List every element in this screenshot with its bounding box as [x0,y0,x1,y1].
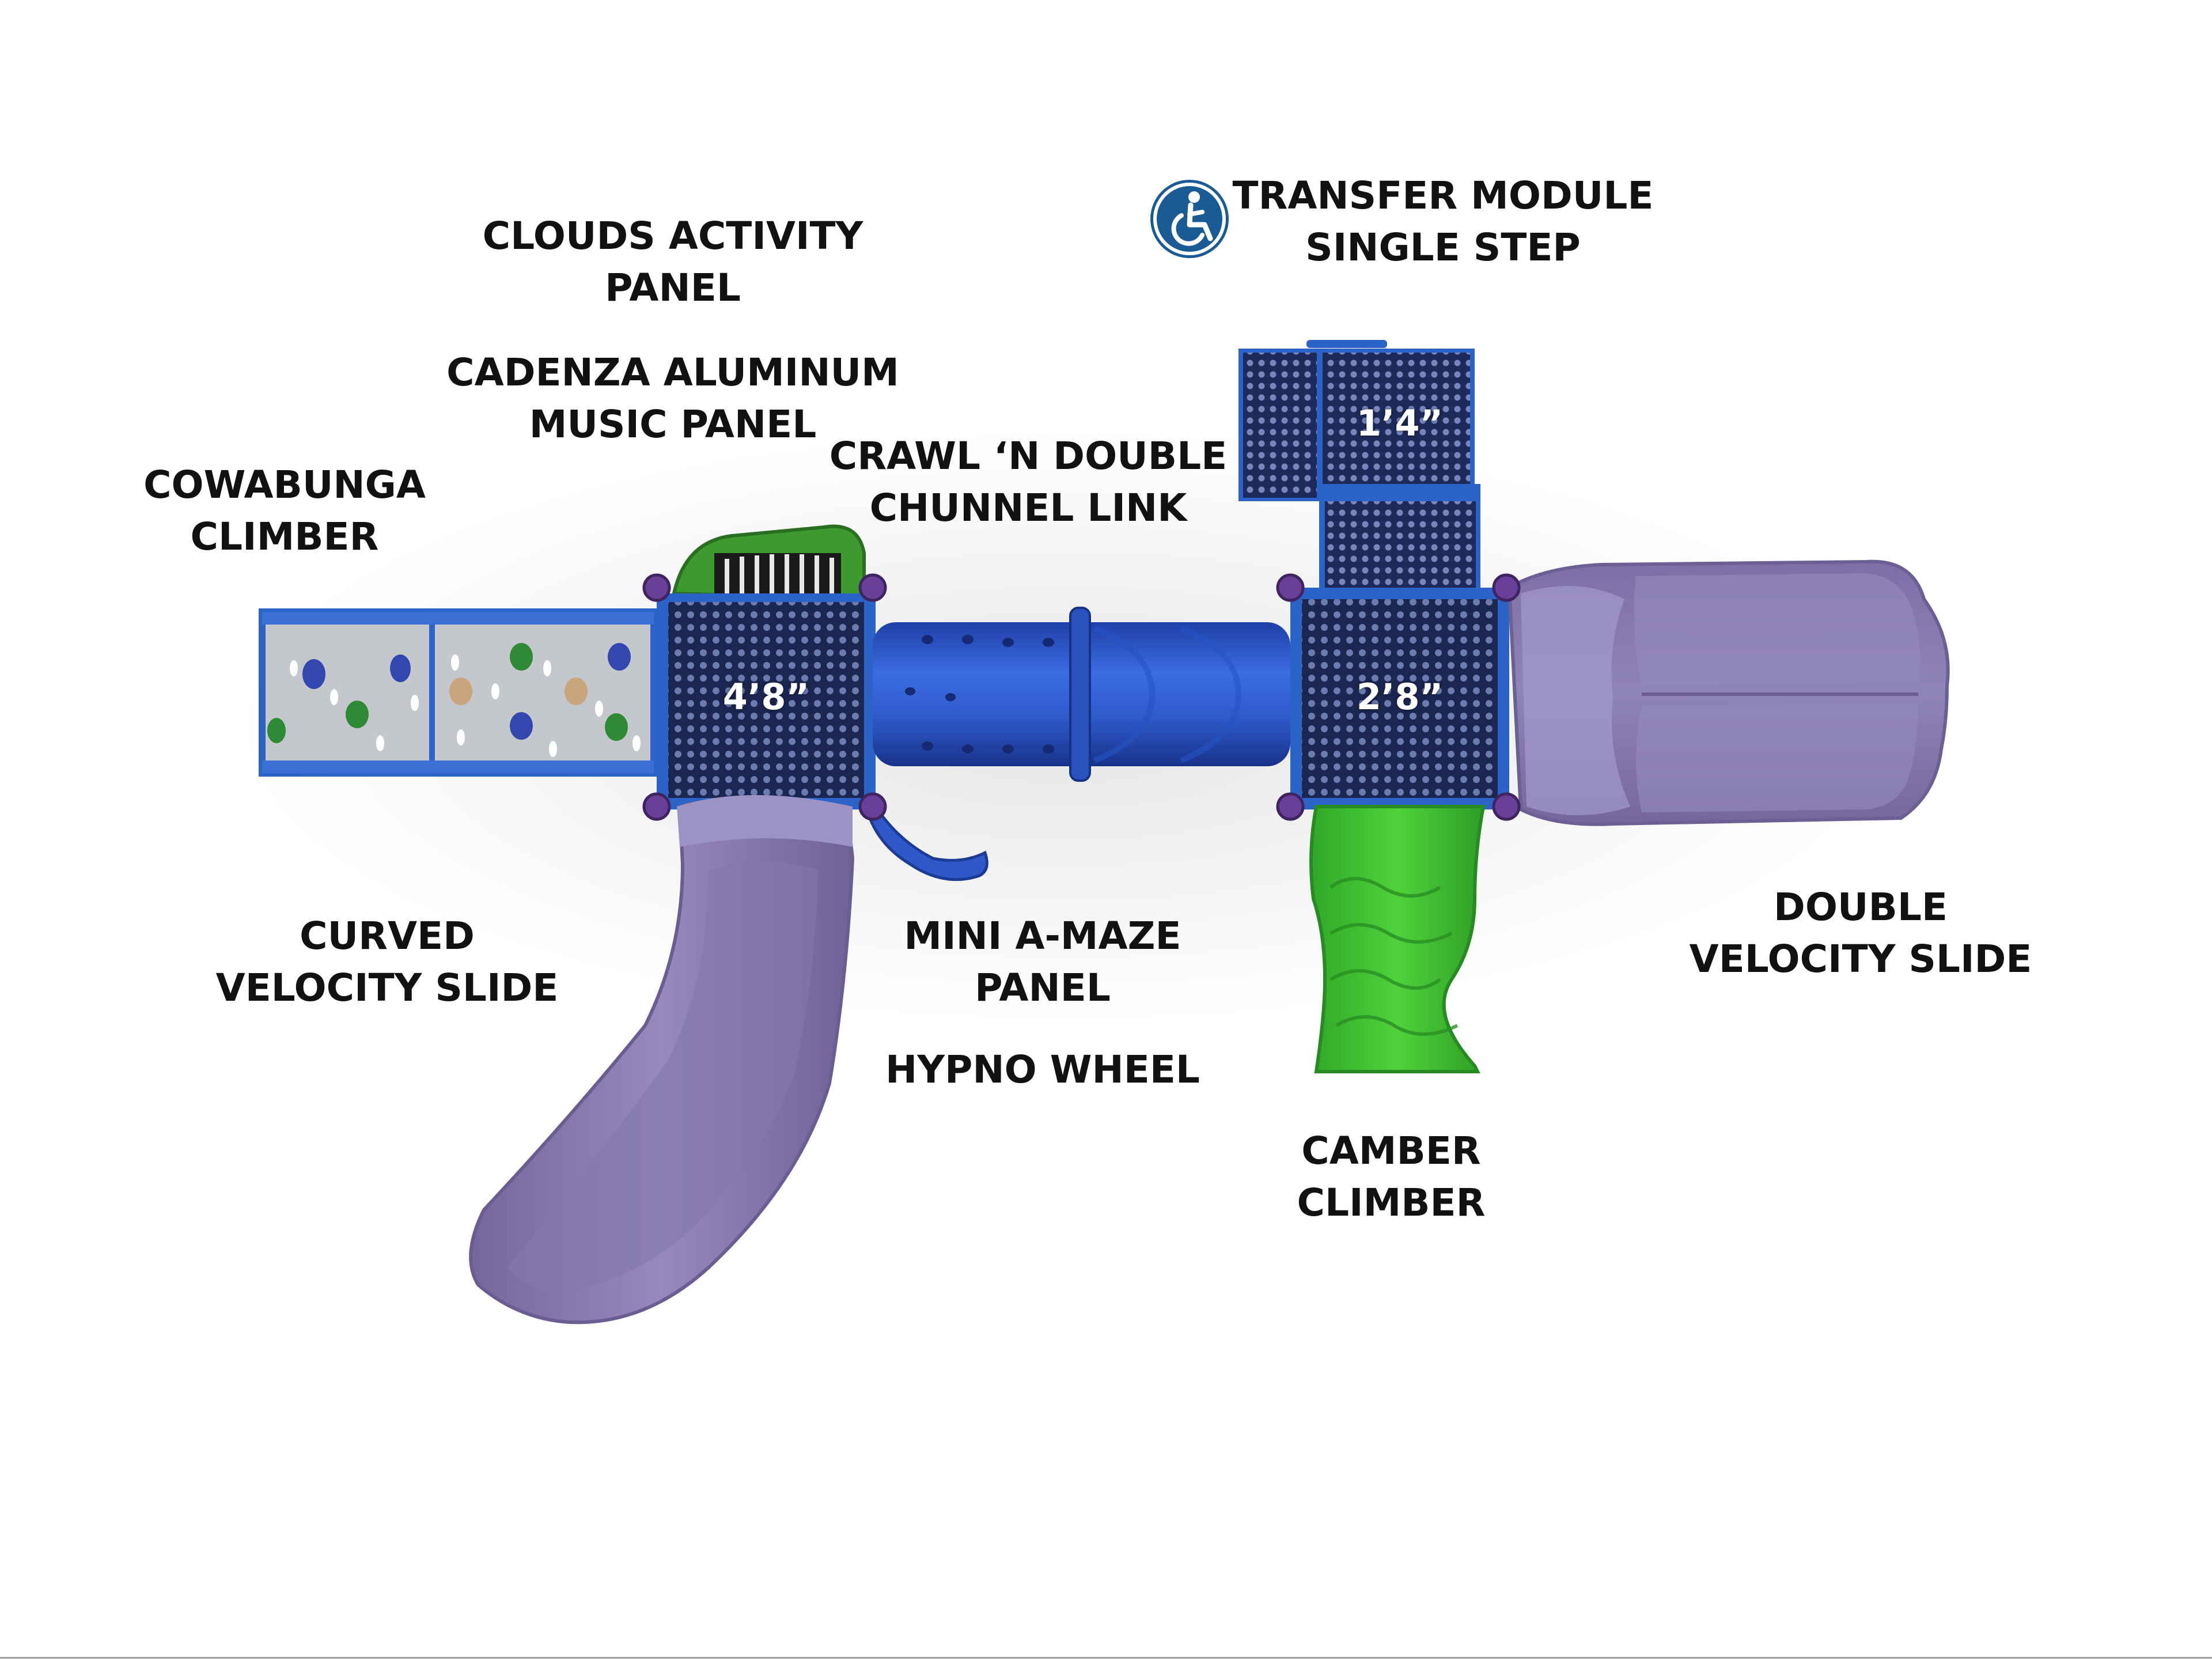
cowabunga-climber-label: COWABUNGA CLIMBER [143,459,426,563]
cadenza-music-panel-label: CADENZA ALUMINUM MUSIC PANEL [446,347,899,451]
transfer-deck-height: 1’4” [1356,402,1444,444]
crawl-label-line1: CRAWL ‘N DOUBLE [829,434,1228,478]
clouds-activity-panel [672,524,866,601]
hypno-label-line1: HYPNO WHEEL [885,1047,1200,1092]
transfer-module-label: TRANSFER MODULE SINGLE STEP [1233,170,1654,274]
right-deck [1290,588,1509,809]
crawl-chunnel-link-label: CRAWL ‘N DOUBLE CHUNNEL LINK [830,430,1227,534]
wheelchair-accessibility-icon [1149,179,1230,259]
curved-slide-label-line1: CURVED [300,914,475,958]
camber-label-line1: CAMBER [1301,1129,1481,1173]
cowabunga-climber [259,608,657,777]
double-velocity-slide [1507,559,1950,826]
clouds-label-line1: CLOUDS ACTIVITY [482,214,863,258]
bottom-divider [0,1657,2212,1659]
cadenza-label-line1: CADENZA ALUMINUM [446,350,899,395]
crawl-double-chunnel-link [873,607,1290,782]
left-deck [657,593,876,809]
cowabunga-label-line2: CLIMBER [190,514,379,559]
curved-slide-label-line2: VELOCITY SLIDE [215,966,559,1010]
post-caps [642,573,1521,821]
hypno-wheel-label: HYPNO WHEEL [885,1044,1200,1096]
camber-label-line2: CLIMBER [1297,1181,1486,1225]
left-deck-height: 4’8” [722,676,810,718]
camber-climber [1309,805,1486,1073]
cowabunga-label-line1: COWABUNGA [143,463,426,507]
cadenza-label-line2: MUSIC PANEL [529,402,817,447]
clouds-label-line2: PANEL [605,266,741,310]
transfer-label-line1: TRANSFER MODULE [1232,173,1654,218]
camber-climber-label: CAMBER CLIMBER [1297,1125,1486,1229]
double-slide-label-line2: VELOCITY SLIDE [1689,937,2032,981]
double-velocity-slide-label: DOUBLE VELOCITY SLIDE [1690,881,2032,985]
mini-a-maze-panel-label: MINI A-MAZE PANEL [904,910,1181,1014]
clouds-activity-panel-label: CLOUDS ACTIVITY PANEL [483,210,863,314]
mini-maze-label-line1: MINI A-MAZE [904,914,1181,958]
double-slide-label-line1: DOUBLE [1774,885,1948,929]
curved-velocity-slide [469,795,855,1325]
mini-a-maze-panel [868,804,988,881]
transfer-label-line2: SINGLE STEP [1305,225,1581,270]
crawl-label-line2: CHUNNEL LINK [869,486,1187,530]
mini-maze-label-line2: PANEL [975,966,1111,1010]
curved-velocity-slide-label: CURVED VELOCITY SLIDE [216,910,559,1014]
transfer-module [1238,340,1480,599]
right-deck-height: 2’8” [1356,676,1444,718]
